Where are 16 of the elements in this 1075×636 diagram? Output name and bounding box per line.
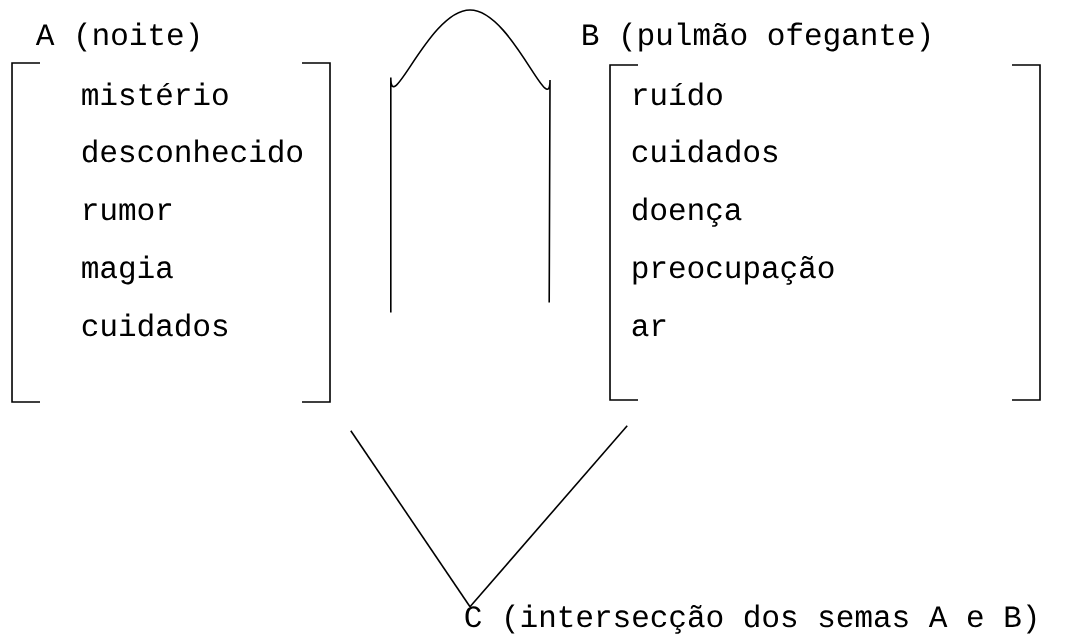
heading: B (pulmão ofegante) <box>583 22 929 52</box>
word: preocupação <box>633 256 834 285</box>
word: ar <box>632 319 666 337</box>
heading: A (noite) <box>35 22 198 52</box>
connector-line <box>469 425 628 608</box>
word: cuidados <box>632 139 778 163</box>
caption-text: C (intersecção dos semas A e B) <box>465 604 1036 634</box>
word: desconhecido <box>82 139 302 163</box>
word: magia <box>82 255 173 285</box>
word: cuidados <box>82 313 228 337</box>
connector-line <box>350 430 471 608</box>
word: ruído <box>634 82 722 106</box>
word: rumor <box>84 203 172 221</box>
word: mistério <box>82 82 228 106</box>
word: doença <box>632 197 742 227</box>
arch-line <box>390 9 551 314</box>
